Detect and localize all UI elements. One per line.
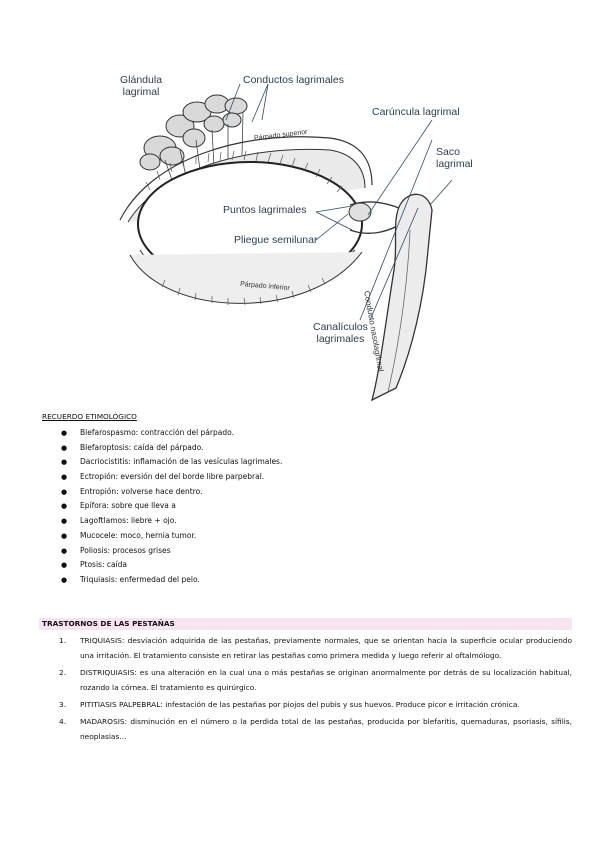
item-number: 3. bbox=[59, 700, 67, 709]
item-text: es una alteración en la cual una o más p… bbox=[80, 668, 572, 692]
item-term: MADAROSIS: bbox=[80, 717, 128, 726]
bullet-icon: ● bbox=[61, 443, 68, 452]
etimologia-title: RECUERDO ETIMOLÓGICO bbox=[42, 412, 137, 421]
list-item: 3. PITITIASIS PALPEBRAL: infestación de l… bbox=[39, 697, 572, 712]
item-text: desviación adquirida de las pestañas, pr… bbox=[80, 636, 572, 660]
item-term: PITITIASIS PALPEBRAL: bbox=[80, 700, 163, 709]
list-item: 2. DISTRIQUIASIS: es una alteración en la… bbox=[39, 665, 572, 695]
trastornos-title: TRASTORNOS DE LAS PESTAÑAS bbox=[39, 618, 572, 630]
trastornos-section: TRASTORNOS DE LAS PESTAÑAS 1. TRIQUIASIS:… bbox=[39, 618, 572, 746]
list-item: ●Lagoftlamos: liebre + ojo. bbox=[42, 514, 562, 529]
bullet-icon: ● bbox=[61, 487, 68, 496]
label-canaliculos-lagrimales: Canalículos lagrimales bbox=[313, 321, 368, 345]
bullet-icon: ● bbox=[61, 561, 68, 570]
label-puntos-lagrimales: Puntos lagrimales bbox=[223, 204, 307, 216]
list-item: ●Blefarospasmo: contracción del párpado. bbox=[42, 426, 562, 441]
list-item: ●Mucocele: moco, hernia tumor. bbox=[42, 529, 562, 544]
list-item: ●Poliosis: procesos grises bbox=[42, 544, 562, 559]
item-text: infestación de las pestañas por piojos d… bbox=[162, 700, 520, 709]
item-number: 4. bbox=[59, 717, 67, 726]
item-term: TRIQUIASIS: bbox=[80, 636, 125, 645]
bullet-icon: ● bbox=[61, 458, 68, 467]
item-term: DISTRIQUIASIS: bbox=[80, 668, 137, 677]
bullet-icon: ● bbox=[61, 546, 68, 555]
label-saco-lagrimal: Saco lagrimal bbox=[436, 146, 473, 170]
list-item: ●Epífora: sobre que lleva a bbox=[42, 499, 562, 514]
list-item: 1. TRIQUIASIS: desviación adquirida de la… bbox=[39, 633, 572, 663]
bullet-icon: ● bbox=[61, 517, 68, 526]
item-text: disminución en el número o la perdida to… bbox=[80, 717, 572, 741]
trastornos-list: 1. TRIQUIASIS: desviación adquirida de la… bbox=[39, 633, 572, 744]
list-item: ●Ectropión: eversión del del borde libre… bbox=[42, 470, 562, 485]
list-item: ●Triquiasis: enfermedad del pelo. bbox=[42, 573, 562, 588]
etimologia-list: ●Blefarospasmo: contracción del párpado.… bbox=[42, 426, 562, 588]
bullet-icon: ● bbox=[61, 575, 68, 584]
bullet-icon: ● bbox=[61, 473, 68, 482]
item-number: 2. bbox=[59, 668, 67, 677]
list-item: ●Blefaroptosis: caída del párpado. bbox=[42, 441, 562, 456]
list-item: ●Entropión: volverse hace dentro. bbox=[42, 485, 562, 500]
lacrimal-apparatus-figure: Glándula lagrimal Conductos lagrimales C… bbox=[0, 0, 599, 410]
lacrimal-apparatus-illustration bbox=[119, 83, 453, 402]
label-conductos-lagrimales: Conductos lagrimales bbox=[243, 74, 344, 86]
bullet-icon: ● bbox=[61, 429, 68, 437]
label-pliegue-semilunar: Pliegue semilunar bbox=[234, 234, 318, 246]
label-caruncula-lagrimal: Carúncula lagrimal bbox=[372, 106, 460, 118]
item-number: 1. bbox=[59, 636, 67, 645]
bullet-icon: ● bbox=[61, 531, 68, 540]
list-item: ●Ptosis: caída bbox=[42, 558, 562, 573]
list-item: ●Dacriocistitis: inflamación de las vesí… bbox=[42, 455, 562, 470]
list-item: 4. MADAROSIS: disminución en el número o … bbox=[39, 714, 572, 744]
label-glandula-lagrimal: Glándula lagrimal bbox=[120, 74, 163, 98]
bullet-icon: ● bbox=[61, 502, 68, 511]
etimologia-section: RECUERDO ETIMOLÓGICO ●Blefarospasmo: con… bbox=[42, 411, 562, 588]
